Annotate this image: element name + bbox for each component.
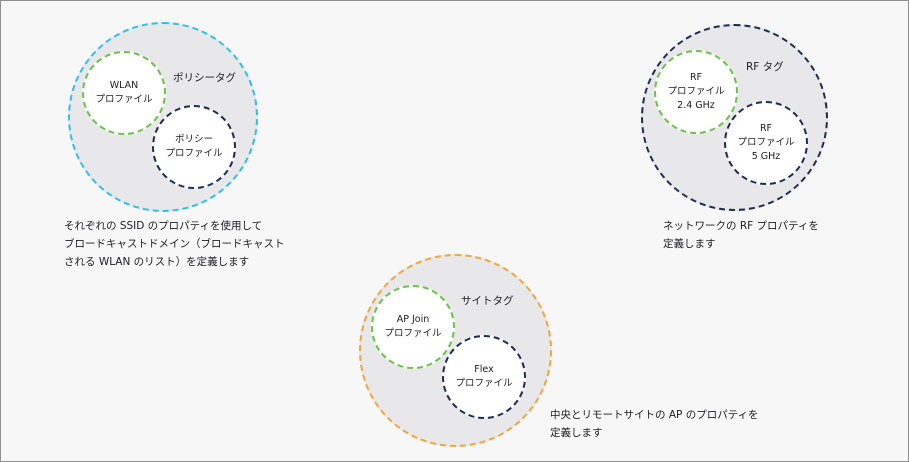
- wlan-profile-circle: WLAN プロファイル: [82, 51, 166, 135]
- policy-tag-caption: それぞれの SSID のプロパティを使用して ブロードキャストドメイン（ブロード…: [64, 220, 285, 268]
- rf-profile-24ghz-circle: RF プロファイル 2.4 GHz: [654, 50, 738, 134]
- rf-profile-5ghz-circle: RF プロファイル 5 GHz: [724, 101, 808, 185]
- site-tag-caption: 中央とリモートサイトの AP のプロパティを 定義します: [550, 409, 759, 439]
- ap-join-profile-circle: AP Join プロファイル: [371, 285, 455, 369]
- policy-profile-circle: ポリシー プロファイル: [152, 105, 236, 189]
- rf-tag-caption: ネットワークの RF プロパティを 定義します: [663, 220, 819, 250]
- rf-tag-label: RF タグ: [746, 61, 784, 73]
- site-tag-label: サイトタグ: [461, 295, 514, 307]
- flex-profile-circle: Flex プロファイル: [442, 335, 526, 419]
- policy-tag-label: ポリシータグ: [173, 72, 236, 84]
